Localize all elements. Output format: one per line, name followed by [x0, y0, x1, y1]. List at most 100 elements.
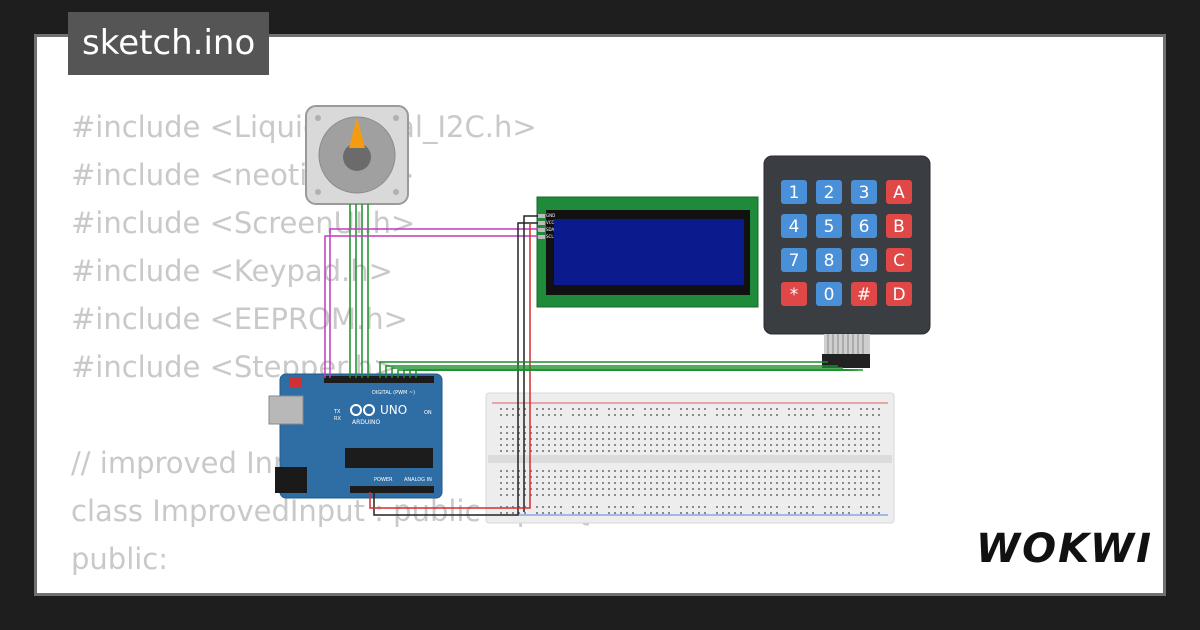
breadboard-hole — [524, 476, 526, 478]
stepper-motor[interactable] — [305, 105, 409, 205]
breadboard-hole — [536, 470, 538, 472]
breadboard-hole — [650, 408, 652, 410]
keypad-key-face — [886, 180, 912, 204]
breadboard-hole — [590, 476, 592, 478]
file-title-tab[interactable]: sketch.ino — [68, 12, 270, 75]
keypad-key-9[interactable]: 9 — [851, 248, 877, 272]
keypad-key-D[interactable]: D — [886, 282, 912, 306]
keypad-key-8[interactable]: 8 — [816, 248, 842, 272]
breadboard[interactable] — [485, 392, 895, 524]
keypad-key-C[interactable]: C — [886, 248, 912, 272]
breadboard-hole — [686, 444, 688, 446]
breadboard-hole — [632, 482, 634, 484]
breadboard-hole — [854, 488, 856, 490]
breadboard-hole — [716, 470, 718, 472]
keypad-key-A[interactable]: A — [886, 180, 912, 204]
wire-green[interactable] — [379, 361, 828, 378]
lcd-display[interactable]: GND VCC SDA SCL — [536, 196, 759, 308]
breadboard-hole — [596, 414, 598, 416]
breadboard-hole — [818, 450, 820, 452]
breadboard-hole — [500, 414, 502, 416]
breadboard-hole — [728, 476, 730, 478]
breadboard-hole — [674, 488, 676, 490]
breadboard-hole — [770, 426, 772, 428]
breadboard-hole — [590, 450, 592, 452]
breadboard-hole — [812, 450, 814, 452]
breadboard-hole — [590, 482, 592, 484]
breadboard-hole — [836, 432, 838, 434]
breadboard-hole — [866, 470, 868, 472]
lcd-pin-label: VCC — [546, 220, 555, 225]
wire-green[interactable] — [385, 365, 838, 378]
breadboard-hole — [620, 426, 622, 428]
keypad-key-2[interactable]: 2 — [816, 180, 842, 204]
keypad-key-6[interactable]: 6 — [851, 214, 877, 238]
keypad-key-1[interactable]: 1 — [781, 180, 807, 204]
breadboard-hole — [848, 438, 850, 440]
breadboard-hole — [668, 426, 670, 428]
breadboard-hole — [602, 488, 604, 490]
wire-magenta[interactable] — [329, 228, 538, 378]
wire-green[interactable] — [415, 369, 863, 378]
wire-green[interactable] — [403, 369, 853, 378]
wire-black[interactable] — [523, 215, 538, 512]
breadboard-hole — [818, 488, 820, 490]
breadboard-hole — [860, 512, 862, 514]
keypad-key-7[interactable]: 7 — [781, 248, 807, 272]
breadboard-hole — [788, 488, 790, 490]
keypad-key-label: 1 — [789, 183, 800, 203]
wire-green[interactable] — [409, 369, 858, 378]
wire-magenta[interactable] — [324, 235, 538, 378]
breadboard-hole — [632, 432, 634, 434]
reset-button[interactable] — [290, 378, 302, 388]
breadboard-hole — [626, 450, 628, 452]
keypad-key-4[interactable]: 4 — [781, 214, 807, 238]
breadboard-hole — [770, 494, 772, 496]
breadboard-hole — [518, 444, 520, 446]
breadboard-hole — [626, 482, 628, 484]
breadboard-hole — [758, 408, 760, 410]
keypad-key-5[interactable]: 5 — [816, 214, 842, 238]
breadboard-hole — [662, 432, 664, 434]
breadboard-hole — [584, 512, 586, 514]
breadboard-hole — [530, 450, 532, 452]
breadboard-hole — [800, 414, 802, 416]
arduino-uno[interactable]: UNO ARDUINO DIGITAL (PWM ~) POWER ANALOG… — [268, 373, 443, 499]
breadboard-hole — [704, 482, 706, 484]
led-rx-label: RX — [334, 416, 341, 422]
breadboard-hole — [734, 476, 736, 478]
breadboard-hole — [830, 426, 832, 428]
breadboard-hole — [614, 408, 616, 410]
breadboard-hole — [506, 438, 508, 440]
breadboard-hole — [542, 512, 544, 514]
breadboard-hole — [752, 414, 754, 416]
wire-green[interactable] — [397, 369, 848, 378]
keypad-key-face — [851, 248, 877, 272]
lcd-pin-labels: GND VCC SDA SCL — [546, 213, 555, 239]
breadboard-hole — [578, 444, 580, 446]
keypad-key-*[interactable]: * — [781, 282, 807, 306]
keypad-key-0[interactable]: 0 — [816, 282, 842, 306]
breadboard-hole — [704, 450, 706, 452]
breadboard-hole — [848, 476, 850, 478]
wire-green[interactable] — [391, 367, 843, 378]
breadboard-hole — [764, 476, 766, 478]
breadboard-hole — [542, 414, 544, 416]
breadboard-hole — [656, 414, 658, 416]
breadboard-hole — [758, 438, 760, 440]
keypad-key-B[interactable]: B — [886, 214, 912, 238]
breadboard-hole — [512, 494, 514, 496]
breadboard-hole — [860, 426, 862, 428]
breadboard-hole — [644, 482, 646, 484]
breadboard-hole — [842, 470, 844, 472]
keypad-key-3[interactable]: 3 — [851, 180, 877, 204]
keypad-key-#[interactable]: # — [851, 282, 877, 306]
breadboard-hole — [710, 494, 712, 496]
breadboard-hole — [548, 476, 550, 478]
breadboard-hole — [806, 432, 808, 434]
breadboard-hole — [770, 482, 772, 484]
breadboard-hole — [800, 494, 802, 496]
breadboard-hole — [836, 426, 838, 428]
breadboard-hole — [806, 512, 808, 514]
